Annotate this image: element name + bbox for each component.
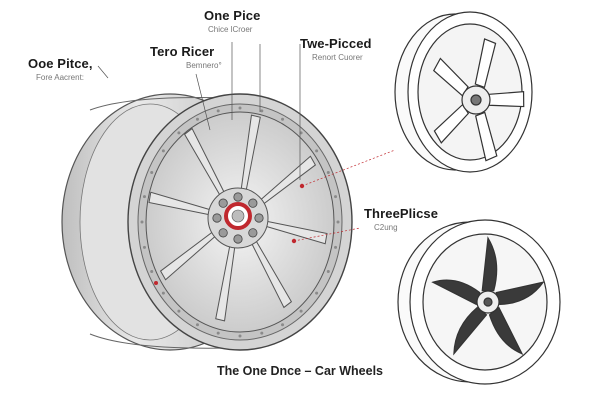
rim-bolt <box>260 109 264 113</box>
label-three-plicse-title: ThreePlicse <box>364 206 439 221</box>
label-tero-ricer-title: Tero Ricer <box>150 44 215 59</box>
spoke <box>474 38 497 89</box>
rim-bolt <box>315 149 319 153</box>
label-two-picced-sub: Renort Cuorer <box>312 53 363 62</box>
lug-nut <box>233 234 243 244</box>
rim-bolt <box>326 171 330 175</box>
spoke <box>481 236 498 292</box>
spoke <box>453 306 488 356</box>
spoke <box>488 306 524 355</box>
lug-nut <box>233 192 243 202</box>
rim-bolt <box>260 331 264 335</box>
rim-bolt <box>216 109 220 113</box>
leader-lines <box>97 42 396 242</box>
rim-bolt <box>150 269 154 273</box>
rim-bolt <box>142 195 146 199</box>
label-two-picced: Twe-Picced Renort Cuorer <box>300 36 372 62</box>
two-piece-wheel <box>394 11 533 173</box>
label-one-piece-sub: Chice lCroer <box>208 25 253 34</box>
lug-nut <box>218 228 228 238</box>
label-tero-ricer-sub: Bemnero° <box>186 61 222 70</box>
lug-nut <box>212 213 222 223</box>
rim-bolt <box>299 309 303 313</box>
label-tero-ricer: Tero Ricer Bemnero° <box>150 44 222 70</box>
label-ooe-pitce-title: Ooe Pitce, <box>28 56 93 71</box>
rim-bolt <box>150 171 154 175</box>
spoke <box>488 91 525 108</box>
spoke <box>474 111 498 162</box>
rim-bolt <box>238 334 242 338</box>
rim-bolt <box>334 245 338 249</box>
rim-bolt <box>299 131 303 135</box>
rim-bolt <box>161 149 165 153</box>
label-one-piece-title: One Pice <box>204 8 261 23</box>
diagram-caption: The One Dnce – Car Wheels <box>216 364 384 378</box>
rim-bolt <box>142 245 146 249</box>
rim-bolt <box>336 220 340 224</box>
rim-bolt <box>177 309 181 313</box>
rim-bolt <box>281 117 285 121</box>
rim-bolt <box>195 323 199 327</box>
lug-nut <box>248 198 258 208</box>
rim-bolt <box>238 106 242 110</box>
label-three-plicse-sub: C2ung <box>374 223 398 232</box>
rim-bolt <box>177 131 181 135</box>
main-wheel <box>61 93 353 351</box>
label-two-picced-title: Twe-Picced <box>300 36 372 51</box>
rim-bolt <box>326 269 330 273</box>
lug-nut <box>254 213 264 223</box>
rim-bolt <box>315 291 319 295</box>
spoke <box>495 281 545 306</box>
rim-bolt <box>140 220 144 224</box>
label-ooe-pitce: Ooe Pitce, Fore Aacrent: <box>28 56 93 82</box>
rim-bolt <box>334 195 338 199</box>
label-three-plicse: ThreePlicse C2ung <box>364 206 438 232</box>
rim-bolt <box>195 117 199 121</box>
three-piece-wheel <box>397 219 561 385</box>
label-ooe-pitce-sub: Fore Aacrent: <box>36 73 85 82</box>
rim-bolt <box>216 331 220 335</box>
label-one-piece: One Pice Chice lCroer <box>204 8 260 34</box>
lug-nut <box>218 198 228 208</box>
rim-bolt <box>161 291 165 295</box>
lug-nut <box>248 228 258 238</box>
rim-bolt <box>281 323 285 327</box>
spoke <box>431 279 481 306</box>
